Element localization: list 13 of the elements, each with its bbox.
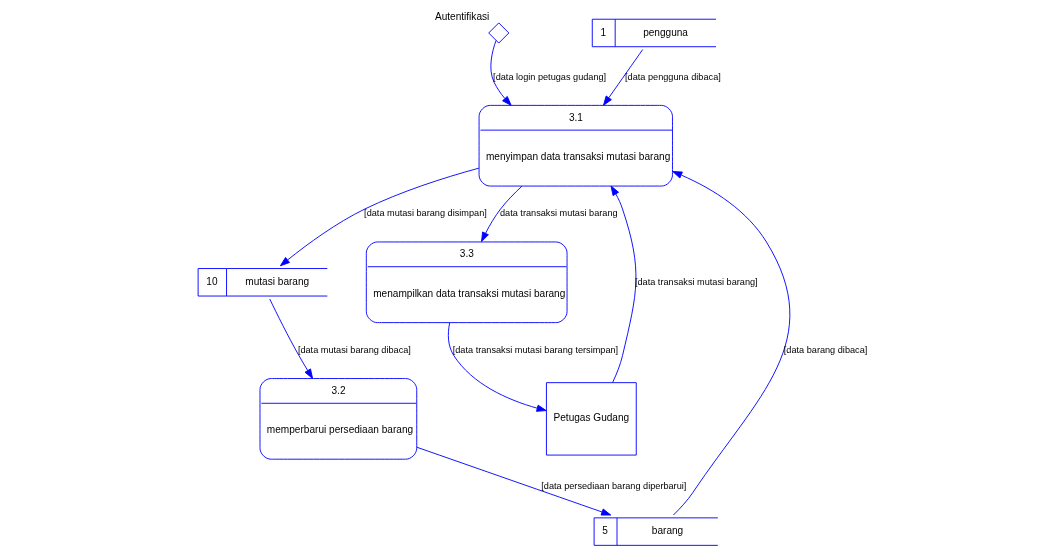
node-text: 10 mutasi barang xyxy=(206,275,310,287)
node-text: 5 barang xyxy=(602,525,684,537)
edge-label: [data barang dibaca] xyxy=(783,344,868,355)
edge-label: [data transaksi mutasi barang] xyxy=(634,276,758,287)
node-label: Autentifikasi xyxy=(434,10,490,22)
edge-label: [data pengguna dibaca] xyxy=(625,71,721,82)
edge-label: [data transaksi mutasi barang tersimpan] xyxy=(452,344,619,355)
edge-label: [data mutasi barang dibaca] xyxy=(297,344,411,355)
edge-label: [data login petugas gudang] xyxy=(493,71,607,82)
edge-label: [data mutasi barang disimpan] xyxy=(364,208,487,219)
edge-label: data transaksi mutasi barang xyxy=(500,208,618,219)
node-text: 1 pengguna xyxy=(600,26,688,38)
edge-label: [data persediaan barang diperbarui] xyxy=(541,481,687,492)
